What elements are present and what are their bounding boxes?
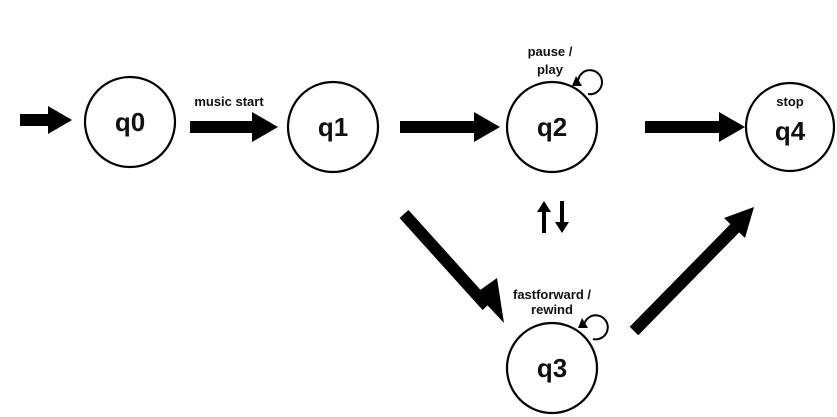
- self-loop-label-pause: pause /: [528, 44, 573, 59]
- state-label-q4: q4: [775, 116, 806, 146]
- state-q4: q4 stop: [744, 81, 836, 173]
- transition-q1-q3: [399, 209, 504, 323]
- self-loop-label-play: play: [537, 62, 564, 77]
- state-label-q0: q0: [115, 107, 145, 137]
- state-q1: q1: [286, 80, 380, 174]
- state-q2: q2: [505, 80, 599, 174]
- transition-label-music-start: music start: [194, 94, 264, 109]
- state-label-q2: q2: [537, 112, 567, 142]
- transition-q2-q4: [645, 112, 745, 142]
- state-q0: q0: [83, 75, 177, 169]
- state-annotation-stop: stop: [776, 94, 804, 109]
- self-loop-q2: [572, 69, 603, 96]
- self-loop-q3: [578, 314, 609, 341]
- transition-q1-q2: [400, 112, 500, 142]
- start-arrow: [20, 106, 72, 134]
- self-loop-label-fastforward: fastforward /: [513, 287, 591, 302]
- transition-q0-q1: [190, 112, 278, 142]
- state-label-q3: q3: [537, 353, 567, 383]
- transition-q3-q4: [629, 207, 754, 336]
- state-q3: q3: [505, 321, 599, 415]
- state-label-q1: q1: [318, 112, 348, 142]
- bidirectional-arrows-icon: [537, 201, 569, 233]
- self-loop-label-rewind: rewind: [531, 302, 573, 317]
